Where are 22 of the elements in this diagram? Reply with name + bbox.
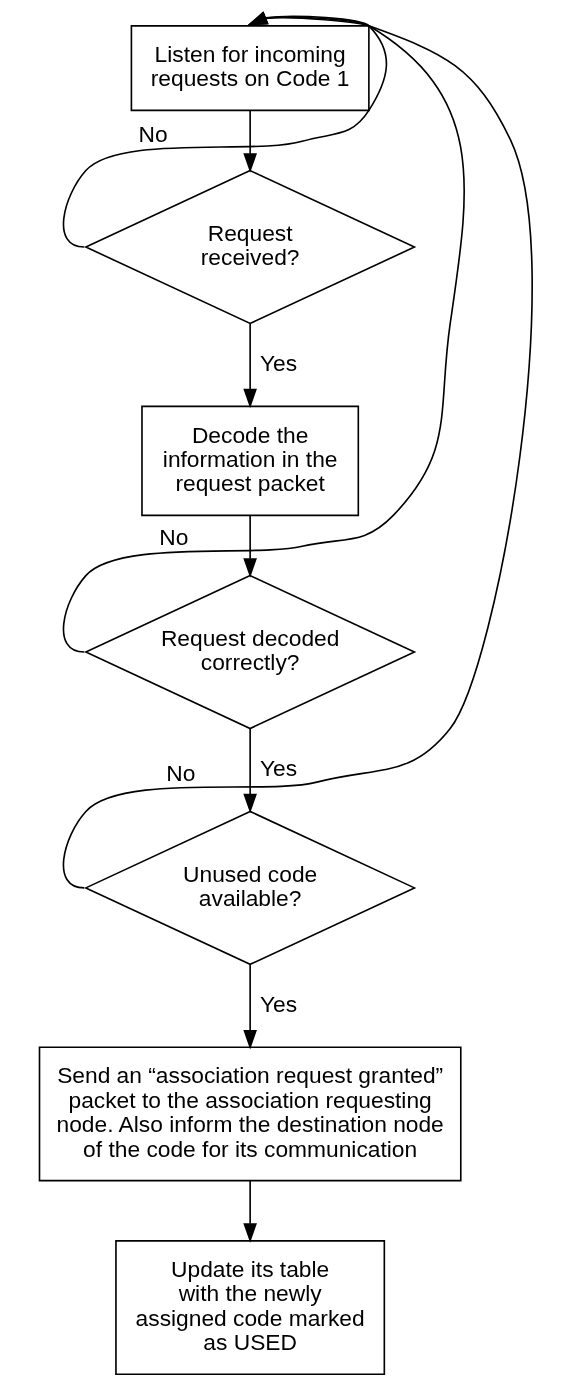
node-diamond: Unused code available?	[83, 810, 417, 966]
node-box: Listen for incoming requests on Code 1	[130, 25, 370, 112]
arrow	[243, 963, 257, 1050]
arrow	[62, 11, 533, 889]
edge-label: No	[166, 760, 196, 787]
arrow	[243, 727, 257, 814]
node-box: Send an “association request granted” packet to the association requesting node. Also inform the destination node of the code for its communication	[38, 1046, 462, 1182]
arrow	[243, 109, 257, 173]
node-box: Decode the information in the request packet	[141, 405, 360, 517]
arrow	[243, 515, 257, 578]
node-diamond: Request received?	[83, 169, 417, 325]
edge-label: Yes	[259, 990, 298, 1017]
arrow	[62, 11, 388, 248]
edge-label: No	[159, 524, 189, 551]
arrow	[243, 322, 257, 409]
node-box: Update its table with the newly assigned code marked as USED	[115, 1240, 386, 1376]
edge-label: No	[138, 121, 168, 148]
arrow	[62, 11, 465, 653]
edge-label: Yes	[259, 754, 298, 781]
arrow	[243, 1180, 257, 1243]
node-diamond: Request decoded correctly?	[83, 574, 417, 730]
edge-label: Yes	[259, 349, 298, 376]
